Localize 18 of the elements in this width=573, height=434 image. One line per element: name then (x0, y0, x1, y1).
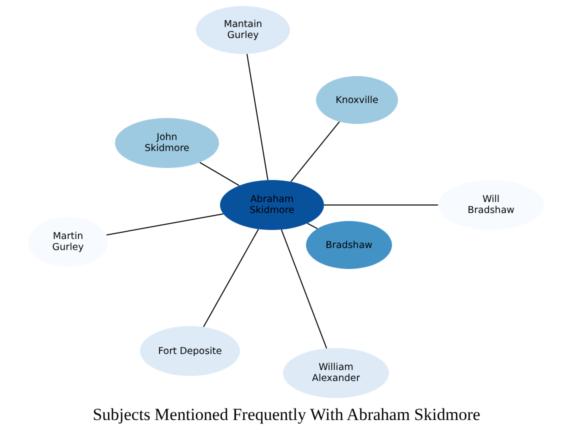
connector-line (324, 204, 438, 206)
node-label: Martin Gurley (51, 231, 85, 253)
node-label: Fort Deposite (158, 346, 222, 356)
node-label: Mantain Gurley (222, 19, 264, 41)
connector-line (280, 229, 328, 349)
connector-line (106, 213, 224, 236)
node-label: Bradshaw (324, 240, 374, 250)
connector-line (199, 162, 240, 186)
connector-line (290, 121, 340, 182)
node-label: Knoxville (334, 94, 380, 106)
connector-line (306, 222, 318, 230)
connector-line (246, 53, 268, 181)
diagram-title: Subjects Mentioned Frequently With Abraham Skidmore (92, 404, 482, 426)
node-label: William Alexander (310, 362, 362, 384)
connector-line (203, 228, 259, 328)
node-label: John Skidmore (144, 132, 190, 154)
node-label: Will Bradshaw (466, 194, 516, 216)
node-label: Abraham Skidmore (248, 194, 296, 216)
